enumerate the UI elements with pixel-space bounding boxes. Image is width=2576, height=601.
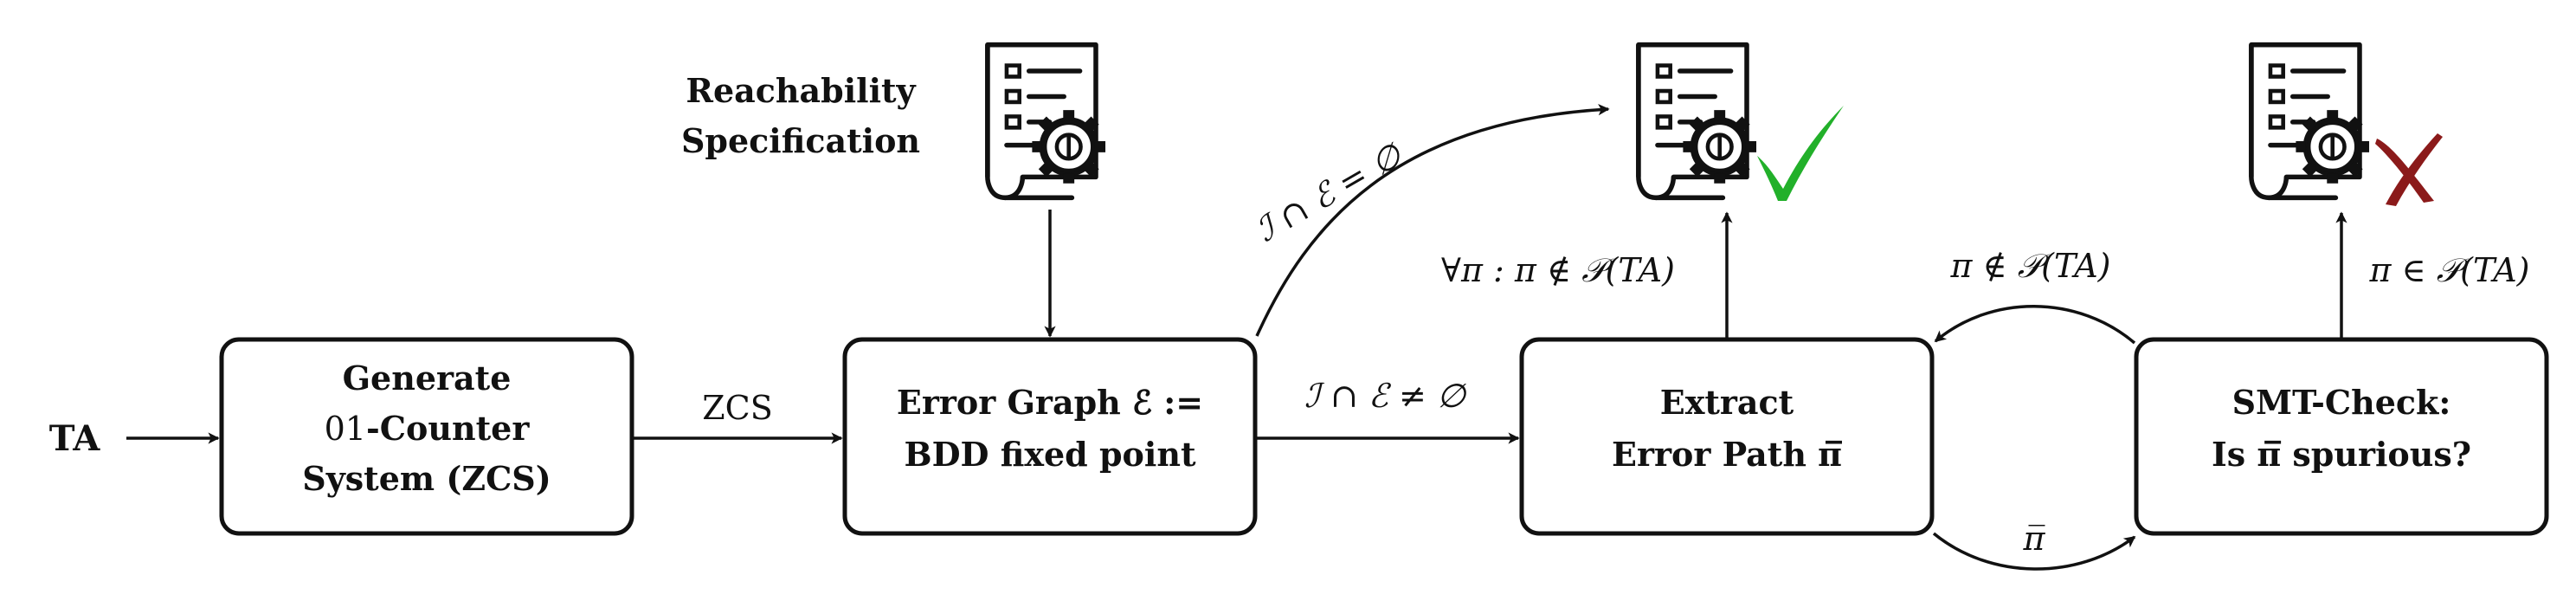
generate-zcs-box: Generate 01-Counter System (ZCS) [219,337,634,536]
in-edge-label: π ∈ 𝒫(TA) [2368,251,2529,289]
cross-mark-icon [2375,133,2443,206]
not-in-edge-label: π ∉ 𝒫(TA) [1949,247,2110,285]
empty-edge-label: ℐ ∩ ℰ = ∅ [1250,135,1410,249]
generate-line3: System (ZCS) [302,459,551,498]
smt-to-extract-arrow [1934,305,2136,345]
zcs-edge-label: ZCS [702,389,773,427]
nonempty-edge-label: ℐ ∩ ℰ ≠ ∅ [1304,377,1467,415]
spec-label-line1: Reachability [686,71,916,110]
smt-check-box: SMT-Check: Is π̅ spurious? [2134,337,2549,536]
extract-to-smt-arrow [1932,532,2136,571]
error-graph-line2: BDD fixed point [904,435,1195,474]
spec-label-line2: Specification [681,121,920,160]
check-mark-icon [1757,106,1844,201]
forall-edge-label: ∀π : π ∉ 𝒫(TA) [1441,251,1675,289]
generate-line2: 01-Counter [325,409,531,448]
error-graph-line1: Error Graph ℰ := [897,383,1203,422]
spec-document-gear-icon [988,45,1105,198]
extract-line2: Error Path π̅ [1612,435,1842,474]
success-document-gear-icon [1639,45,1756,198]
fail-document-gear-icon [2251,45,2369,198]
smt-line2: Is π̅ spurious? [2212,435,2471,474]
extract-line1: Extract [1660,383,1794,422]
error-graph-to-success-arrow [1255,104,1610,337]
error-graph-box: Error Graph ℰ := BDD fixed point [842,337,1258,536]
path-edge-label: π̅ [2023,520,2046,558]
ta-input-label: TA [49,418,101,459]
extract-error-path-box: Extract Error Path π̅ [1519,337,1935,536]
generate-line1: Generate [343,359,512,397]
smt-line1: SMT-Check: [2232,383,2451,422]
